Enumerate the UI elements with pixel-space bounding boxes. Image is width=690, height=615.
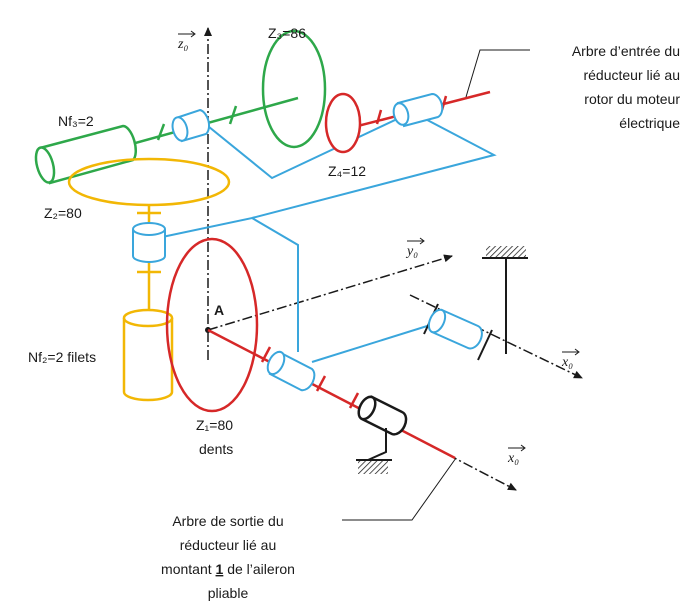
ground-hatch-bottom <box>358 460 388 474</box>
worm-nf2-body <box>122 318 174 402</box>
output-support <box>356 395 408 474</box>
output-caption-line-1: Arbre de sortie du <box>172 513 283 529</box>
y0-label: y₀ <box>405 244 418 259</box>
worm-nf2-top <box>122 308 174 328</box>
output-caption-line-3: montant 1 de l’aileron <box>161 561 295 577</box>
red-stop-out-2 <box>315 375 327 392</box>
nf3-label: Nf₃=2 <box>58 113 94 129</box>
z3-label: Z₃=86 <box>268 25 306 41</box>
worm-nf3-end <box>34 146 56 184</box>
output-bearing <box>266 350 316 392</box>
right-support <box>423 246 528 361</box>
y0-axis <box>207 254 453 331</box>
upper-bearing <box>171 108 211 143</box>
green-stop-2 <box>228 105 238 125</box>
input-caption-line-3: rotor du moteur <box>584 91 680 107</box>
input-shaft-caption: Arbre d’entrée du réducteur lié au rotor… <box>572 43 681 131</box>
axis-label-y0: y₀ <box>405 237 425 259</box>
z1-label: Z₁=80 <box>196 417 233 433</box>
z1-teeth-label: dents <box>199 441 233 457</box>
leader-input-shaft <box>465 49 530 98</box>
pinion-z4 <box>324 92 362 154</box>
x0-right-label: x₀ <box>561 355 573 370</box>
z4-label: Z₄=12 <box>328 163 366 179</box>
output-caption-line-4: pliable <box>208 585 249 601</box>
leader-output-shaft <box>342 457 457 521</box>
nf2-label: Nf₂=2 filets <box>28 349 96 365</box>
gear-z3 <box>261 29 327 149</box>
x0-axis-right <box>409 294 583 379</box>
output-caption-line-2: réducteur lié au <box>180 537 277 553</box>
middle-bearing <box>132 222 166 263</box>
green-stop-1 <box>156 123 166 141</box>
x0-bottom-label: x₀ <box>507 451 519 466</box>
input-caption-line-2: réducteur lié au <box>583 67 680 83</box>
z2-label: Z₂=80 <box>44 205 82 221</box>
z0-label: z₀ <box>177 37 188 52</box>
axis-label-x0-right: x₀ <box>561 348 580 370</box>
input-caption-line-4: électrique <box>619 115 680 131</box>
frame-bottom-link <box>311 321 441 363</box>
output-support-leg <box>367 428 387 461</box>
red-stop-out-3 <box>348 392 360 409</box>
gear-z2 <box>67 157 231 207</box>
point-a-label: A <box>214 302 224 318</box>
frame-middle-arm <box>147 216 299 352</box>
input-caption-line-1: Arbre d’entrée du <box>572 43 680 59</box>
input-shaft-assembly <box>324 90 491 154</box>
ground-hatch-top <box>486 246 526 258</box>
input-bearing-end <box>392 102 410 126</box>
red-stop-out-1 <box>260 346 272 363</box>
output-shaft-caption: Arbre de sortie du réducteur lié au mont… <box>161 513 295 601</box>
axis-label-x0-bottom: x₀ <box>507 444 526 466</box>
worm-nf2-assembly <box>67 157 231 402</box>
red-stop-input-1 <box>375 109 383 125</box>
axis-label-z0: z₀ <box>177 30 196 52</box>
gear-z1 <box>165 237 259 413</box>
output-shaft <box>207 328 456 460</box>
